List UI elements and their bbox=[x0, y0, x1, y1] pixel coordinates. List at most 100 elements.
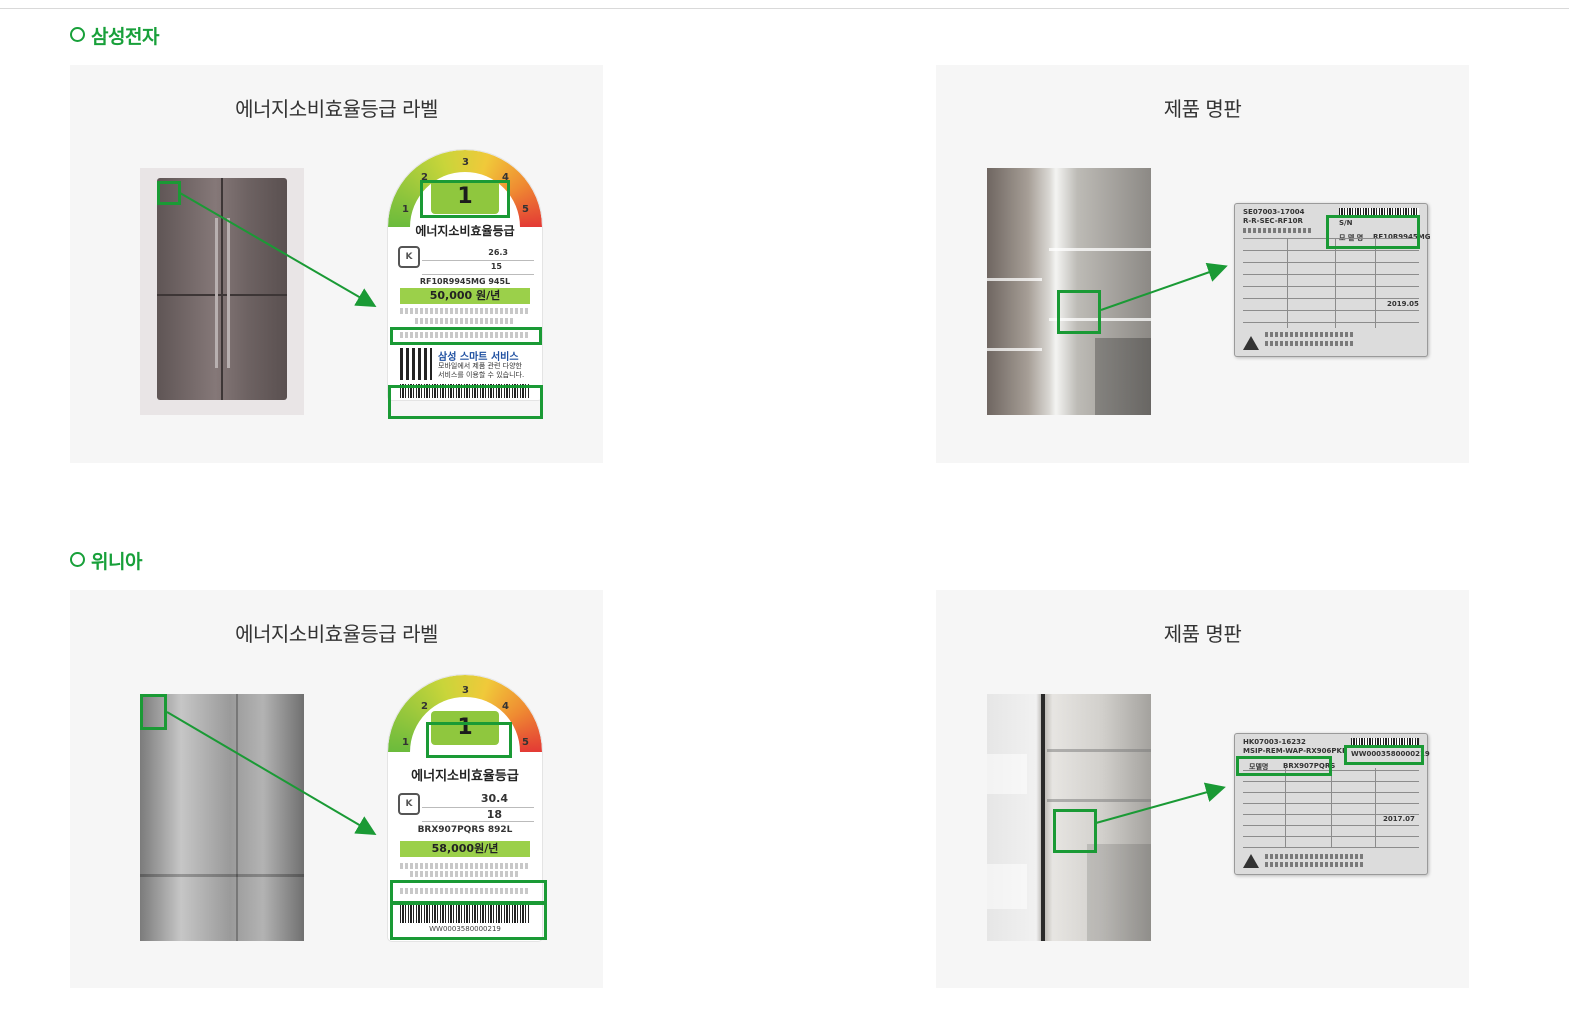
arrow-icon bbox=[1100, 262, 1228, 311]
service-title: 삼성 스마트 서비스 bbox=[438, 352, 519, 363]
annual-cost: 58,000원/년 bbox=[400, 841, 530, 857]
label-heading: 에너지소비효율등급 bbox=[415, 224, 515, 238]
energy-label-samsung: 1 2 3 4 5 1 에너지소비효율등급 K 26.3 15 RF10R994… bbox=[388, 150, 542, 400]
gauge-number: 5 bbox=[522, 737, 529, 748]
drawer bbox=[1087, 844, 1151, 941]
manufacture-date: 2017.07 bbox=[1383, 815, 1415, 823]
arrow-icon bbox=[1095, 782, 1226, 824]
gauge-number: 4 bbox=[502, 172, 509, 183]
gauge-number: 1 bbox=[402, 737, 409, 748]
panel-title: 에너지소비효율등급 라벨 bbox=[235, 622, 438, 646]
arrow-icon bbox=[179, 192, 377, 308]
fridge-door-split bbox=[221, 178, 223, 400]
barcode-icon bbox=[1351, 738, 1419, 746]
panel-title: 제품 명판 bbox=[1163, 97, 1242, 121]
capacity-value: 892L bbox=[487, 825, 513, 835]
fridge-body bbox=[157, 178, 287, 400]
model-value: BRX907PQRS bbox=[417, 825, 485, 835]
table-line bbox=[1287, 238, 1288, 328]
panel-title: 제품 명판 bbox=[1163, 622, 1242, 646]
table-line bbox=[1243, 262, 1419, 263]
warning-icon bbox=[1243, 336, 1259, 350]
model-value: RF10R9945MG bbox=[1373, 233, 1431, 241]
gauge-number: 3 bbox=[462, 685, 469, 696]
section-title-winia: 위니아 bbox=[70, 547, 142, 574]
table-line bbox=[1331, 768, 1332, 848]
fridge-photo-samsung bbox=[140, 168, 304, 415]
nameplate-samsung: SE07003-17004 R-R-SEC-RF10R S/N 모 델 명 RF… bbox=[1234, 203, 1431, 357]
kc-mark-icon: K bbox=[398, 246, 420, 268]
fine-print bbox=[410, 871, 520, 877]
barcode-icon bbox=[1339, 208, 1419, 216]
fridge-inside-photo-samsung bbox=[987, 168, 1151, 415]
gauge-number: 2 bbox=[421, 172, 428, 183]
top-divider bbox=[0, 8, 1569, 9]
model-highlight bbox=[1326, 215, 1420, 249]
qr-code-icon bbox=[398, 346, 434, 382]
fine-print bbox=[1265, 854, 1365, 859]
fine-print bbox=[1265, 332, 1355, 337]
barcode-highlight bbox=[388, 385, 543, 419]
grade-value: 1 bbox=[457, 715, 473, 740]
shelf bbox=[1047, 799, 1151, 802]
barcode-highlight bbox=[390, 902, 547, 940]
nameplate-location-highlight bbox=[1053, 809, 1097, 853]
section-title-samsung: 삼성전자 bbox=[70, 22, 159, 49]
co2-value: 18 bbox=[486, 808, 502, 821]
barcode-number: WW0003580000219 bbox=[429, 925, 501, 933]
fine-print bbox=[1265, 341, 1355, 346]
fine-print bbox=[1243, 228, 1313, 233]
fine-print bbox=[1265, 862, 1365, 867]
model-line: BRX907PQRS 892L bbox=[400, 825, 530, 835]
cert-number: SE07003-17004 bbox=[1243, 208, 1305, 216]
grade-highlight bbox=[420, 180, 510, 218]
energy-label-panel-samsung: 에너지소비효율등급 라벨 1 2 3 4 5 1 에너지소비효율등급 K 26.… bbox=[70, 65, 603, 463]
label-heading: 에너지소비효율등급 bbox=[411, 769, 519, 784]
serial-highlight bbox=[1344, 745, 1424, 765]
panel-title: 에너지소비효율등급 라벨 bbox=[235, 97, 438, 121]
kc-mark-icon: K bbox=[398, 793, 420, 815]
circle-bullet-icon bbox=[70, 27, 85, 42]
table-line bbox=[1243, 250, 1419, 251]
fridge-inside-photo-winia bbox=[987, 694, 1151, 941]
capacity-value: 945L bbox=[488, 277, 511, 286]
table-line bbox=[1243, 298, 1419, 299]
energy-label-winia: 1 2 3 4 5 1 에너지소비효율등급 K 30.4 18 BRX907PQ… bbox=[388, 675, 542, 941]
barcode-icon bbox=[400, 903, 530, 923]
brand-name: 위니아 bbox=[91, 551, 142, 573]
table-line bbox=[1375, 238, 1376, 328]
model-code: MSIP-REM-WAP-RX906PKF bbox=[1243, 747, 1347, 755]
brand-name: 삼성전자 bbox=[91, 26, 159, 48]
door-bin bbox=[987, 864, 1027, 909]
warning-icon bbox=[1243, 854, 1259, 868]
gauge-number: 1 bbox=[402, 204, 409, 215]
model-value: BRX907PQRS bbox=[1283, 762, 1336, 770]
gauge-number: 2 bbox=[421, 701, 428, 712]
door-edge bbox=[1041, 694, 1045, 941]
model-highlight bbox=[1236, 756, 1332, 776]
model-code: R-R-SEC-RF10R bbox=[1243, 217, 1303, 225]
table-line bbox=[1243, 286, 1419, 287]
fridge-handle bbox=[227, 218, 230, 368]
annual-cost: 50,000 원/년 bbox=[400, 288, 530, 304]
spec-line bbox=[422, 821, 534, 822]
nameplate-location-highlight bbox=[1057, 290, 1101, 334]
door-bin bbox=[987, 348, 1042, 351]
monthly-kwh: 30.4 bbox=[480, 792, 508, 805]
table-line bbox=[1285, 768, 1286, 848]
energy-label-panel-winia: 에너지소비효율등급 라벨 1 2 3 4 5 1 에너지소비효율등급 K 30.… bbox=[70, 590, 603, 988]
nameplate-panel-samsung: 제품 명판 SE07003-17004 R-R-SEC-RF10R S/N 모 … bbox=[936, 65, 1469, 463]
spec-line bbox=[422, 807, 534, 808]
table-line bbox=[1375, 768, 1376, 848]
door-bin bbox=[987, 278, 1042, 281]
door-bin bbox=[987, 754, 1027, 794]
spec-line bbox=[422, 260, 534, 261]
fridge-door-split bbox=[236, 694, 238, 941]
co2-value: 15 bbox=[490, 262, 502, 271]
grade-highlight bbox=[426, 722, 512, 758]
table-line bbox=[1243, 322, 1419, 323]
drawer bbox=[1095, 338, 1151, 415]
circle-bullet-icon bbox=[70, 552, 85, 567]
table-line bbox=[1243, 238, 1419, 239]
monthly-kwh: 26.3 bbox=[488, 248, 508, 257]
